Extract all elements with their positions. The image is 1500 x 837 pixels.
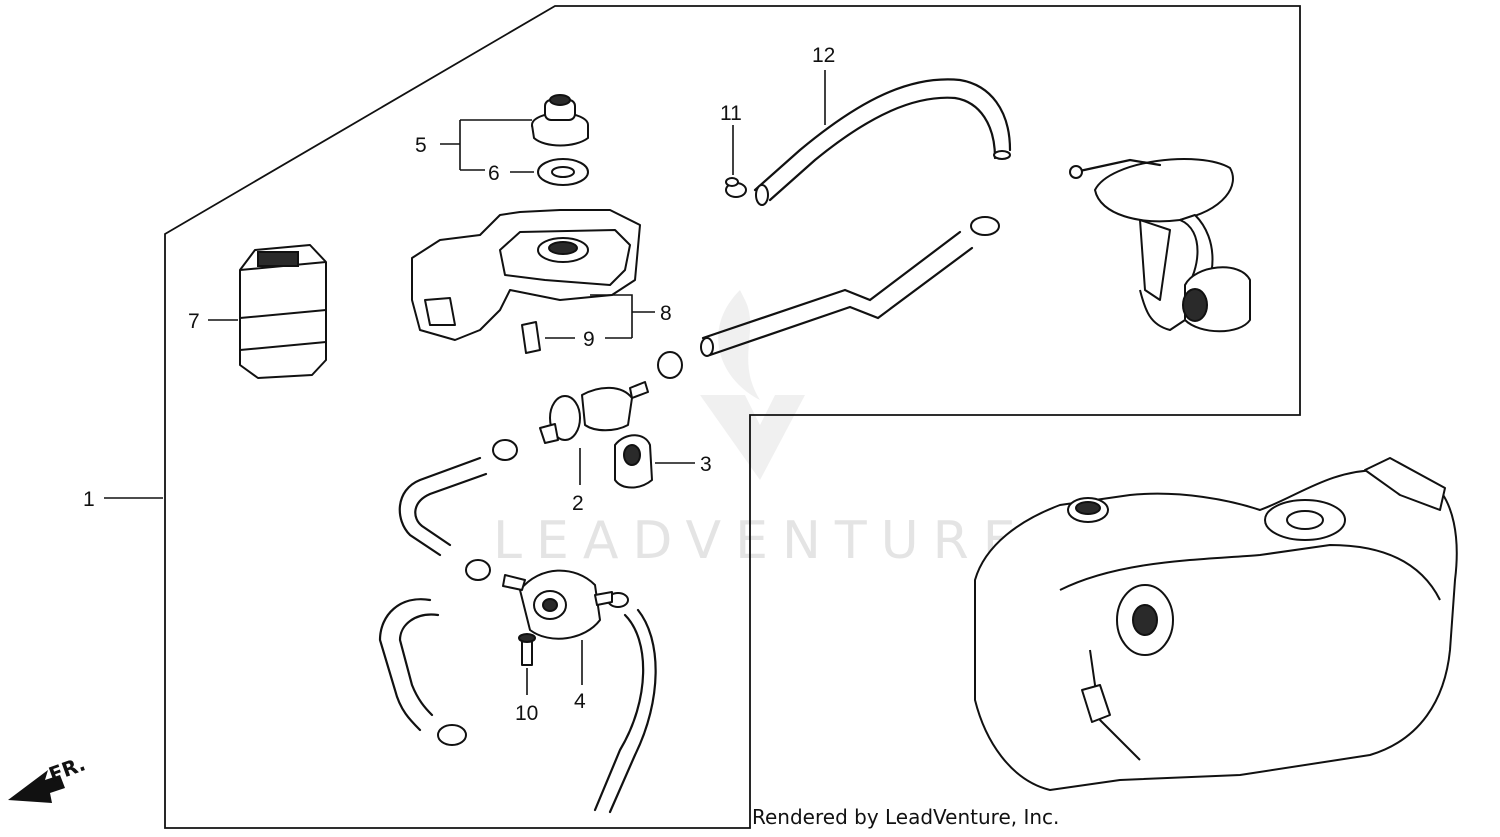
callout-10: 10 xyxy=(515,702,538,725)
part-7-canister[interactable] xyxy=(239,244,327,379)
watermark-text: LEADVENTURE xyxy=(493,511,1030,571)
callout-3: 3 xyxy=(700,453,712,476)
front-direction-arrow: FR. xyxy=(8,751,89,803)
render-credit: Rendered by LeadVenture, Inc. xyxy=(752,805,1060,829)
callout-2: 2 xyxy=(572,492,584,515)
callout-9: 9 xyxy=(583,328,595,351)
leader-8 xyxy=(590,294,655,338)
fuel-hose-lower[interactable] xyxy=(378,598,467,746)
callout-1: 1 xyxy=(83,488,95,511)
callout-11: 11 xyxy=(720,102,742,125)
part-2-fuel-filter[interactable] xyxy=(539,381,649,444)
callout-8: 8 xyxy=(660,302,672,325)
part-3-band[interactable] xyxy=(614,434,653,489)
fuel-hose-right[interactable] xyxy=(593,592,657,814)
callout-7: 7 xyxy=(188,310,200,333)
callout-12: 12 xyxy=(812,44,835,67)
part-4-fuel-pump[interactable] xyxy=(502,569,613,640)
part-9-clip[interactable] xyxy=(521,321,541,354)
callout-5: 5 xyxy=(415,134,427,157)
leader-5 xyxy=(440,119,532,171)
part-10-bolt[interactable] xyxy=(518,633,536,666)
front-direction-label: FR. xyxy=(46,751,89,786)
assembly-outline xyxy=(164,5,1301,829)
fuel-hose-long[interactable] xyxy=(657,216,1000,379)
fuel-pump-module[interactable] xyxy=(1069,158,1251,333)
callout-6: 6 xyxy=(488,162,500,185)
part-8-bracket[interactable] xyxy=(411,209,641,341)
callout-4: 4 xyxy=(574,690,586,713)
part-11-clamp[interactable] xyxy=(725,177,747,198)
part-5-cap[interactable] xyxy=(531,94,589,147)
part-12-hose[interactable] xyxy=(753,78,1012,206)
part-6-washer[interactable] xyxy=(537,158,589,186)
watermark: LEADVENTURE xyxy=(493,290,1030,571)
fuel-hose-left[interactable] xyxy=(398,439,518,581)
fuel-tank[interactable] xyxy=(974,457,1458,791)
